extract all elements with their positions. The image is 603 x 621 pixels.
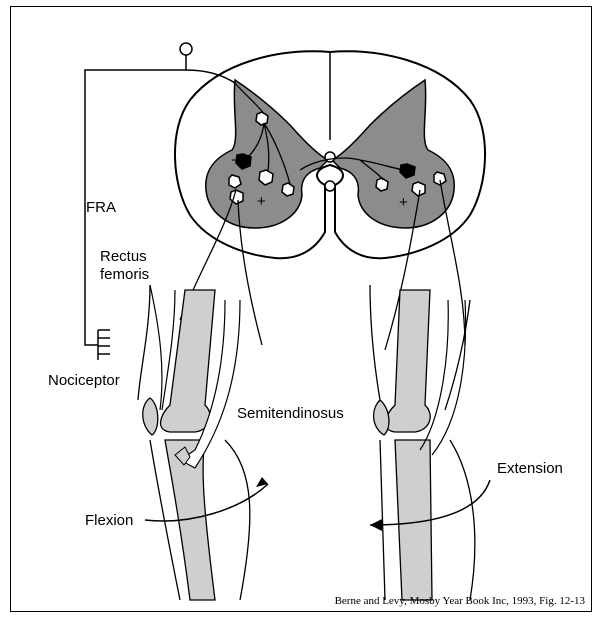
fra-label: FRA — [86, 199, 116, 216]
nociceptor-endings — [98, 330, 110, 360]
flexion-label: Flexion — [85, 512, 133, 529]
plus-sign-left: + — [257, 193, 266, 210]
minus-sign: − — [231, 152, 240, 169]
motor-neuron-left-1 — [229, 175, 241, 188]
right-leg: Extension — [370, 285, 563, 600]
interneuron-left-3 — [282, 183, 294, 196]
interneuron-left-1 — [256, 112, 268, 125]
interneuron-right-1 — [376, 178, 388, 191]
left-leg: Rectus femoris Semitendinosus Flexion — [85, 248, 344, 600]
plus-sign-right: + — [399, 194, 408, 211]
spinal-cord — [175, 51, 485, 258]
left-patella — [143, 398, 158, 435]
rectus-label-line2: femoris — [100, 266, 149, 283]
extension-arrowhead — [370, 519, 382, 531]
dorsal-root-ganglion — [180, 43, 192, 55]
central-canal — [325, 152, 335, 162]
semitendinosus-label: Semitendinosus — [237, 405, 344, 422]
extension-label: Extension — [497, 460, 563, 477]
rectus-label-line1: Rectus — [100, 248, 147, 265]
nociceptor-label: Nociceptor — [48, 372, 120, 389]
figure-caption: Berne and Levy, Mosby Year Book Inc, 199… — [335, 595, 585, 607]
ventral-fissure-dot — [325, 181, 335, 191]
right-femur — [386, 290, 431, 432]
right-patella — [374, 400, 389, 435]
